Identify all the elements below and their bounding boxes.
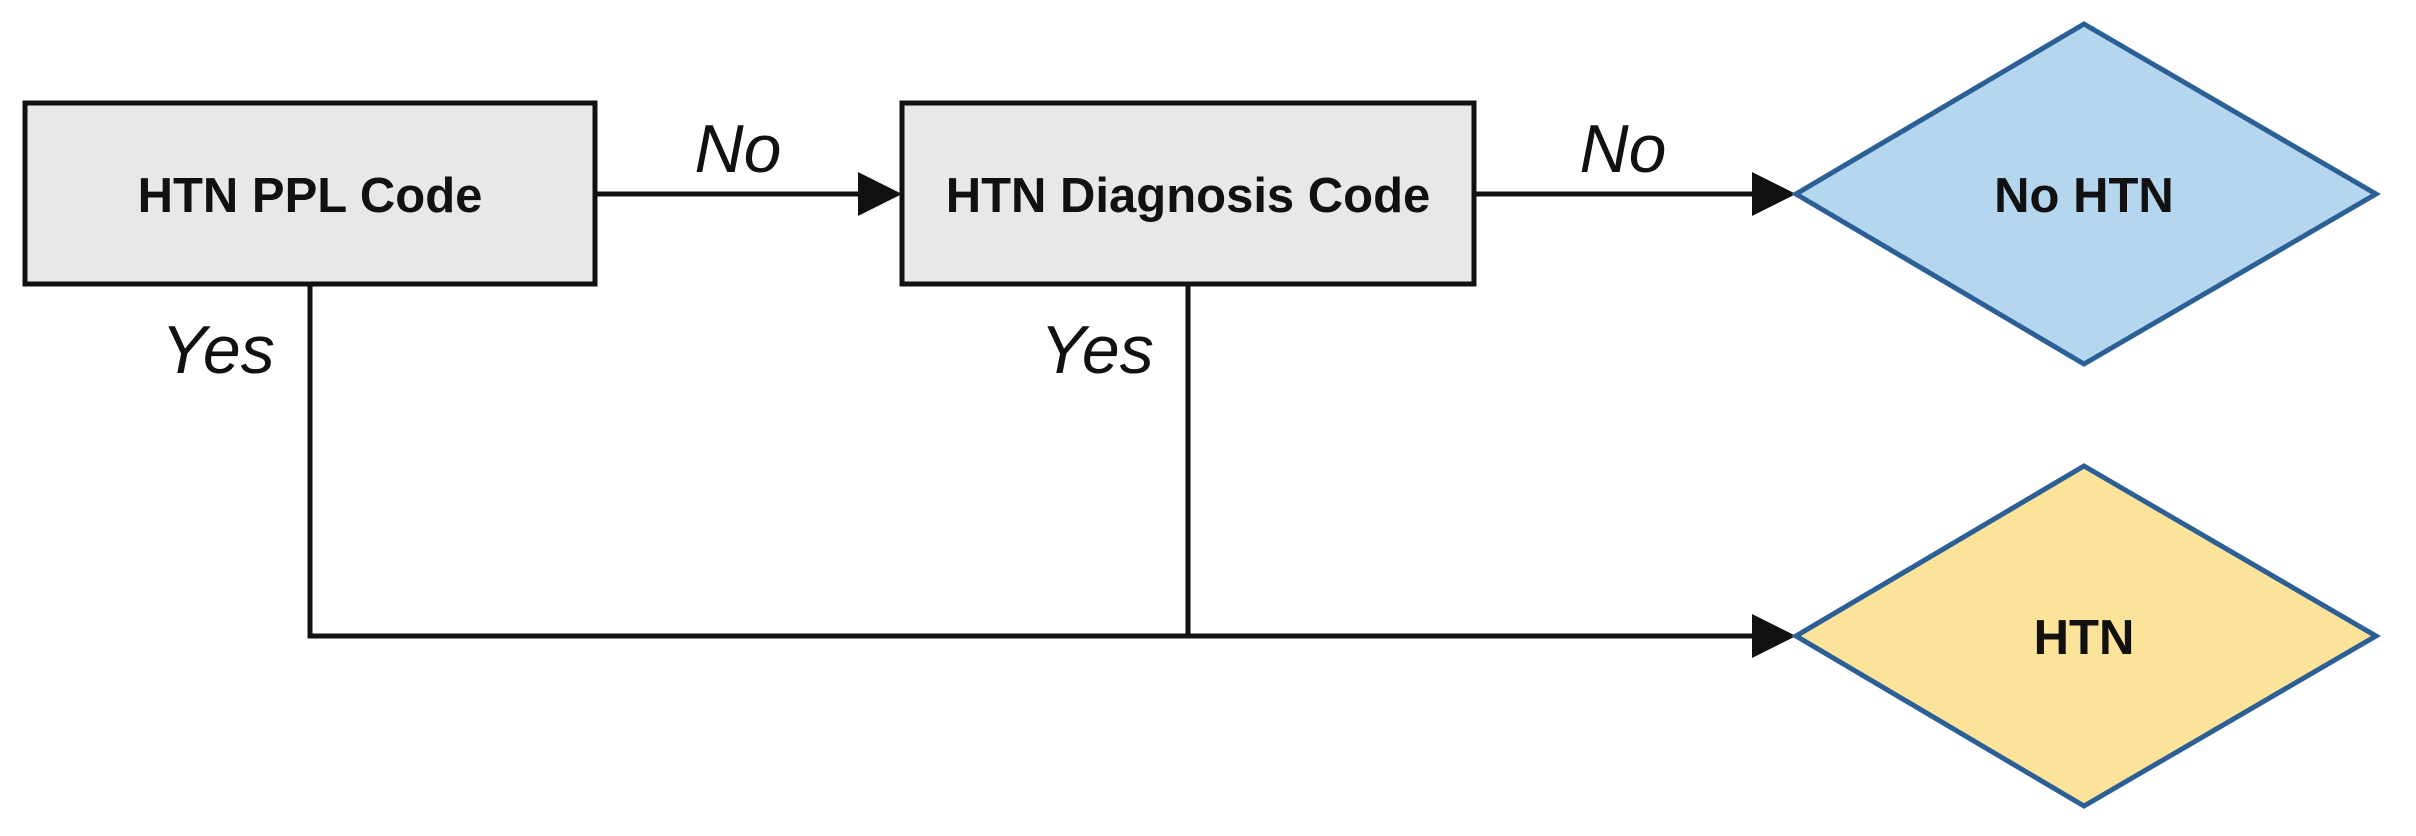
- edge-label-ppl-no: No: [695, 111, 782, 187]
- node-htn-ppl-code-box: [22, 100, 598, 287]
- node-htn-diamond: [1791, 463, 2381, 809]
- node-no-htn-diamond: [1791, 21, 2381, 367]
- arrowhead-diagnosis-to-no-htn: [1752, 172, 1796, 216]
- arrowhead-ppl-to-diagnosis: [858, 172, 902, 216]
- node-htn-ppl-code-label: HTN PPL Code: [138, 169, 483, 223]
- node-no-htn-label: No HTN: [1994, 169, 2174, 223]
- edge-ppl-yes-to-htn: [307, 285, 1752, 639]
- node-htn: HTN: [1791, 463, 2381, 809]
- edge-label-diagnosis-yes: Yes: [1040, 312, 1153, 388]
- arrowhead-to-htn: [1752, 614, 1796, 658]
- edge-label-ppl-yes: Yes: [161, 312, 274, 388]
- node-htn-diagnosis-code-box: [899, 100, 1477, 287]
- node-htn-diagnosis-code: HTN Diagnosis Code: [899, 100, 1477, 287]
- node-htn-label: HTN: [2034, 611, 2135, 665]
- node-no-htn: No HTN: [1791, 21, 2381, 367]
- edge-label-diagnosis-no: No: [1580, 111, 1667, 187]
- node-htn-ppl-code: HTN PPL Code: [22, 100, 598, 287]
- node-htn-diagnosis-code-label: HTN Diagnosis Code: [946, 169, 1431, 223]
